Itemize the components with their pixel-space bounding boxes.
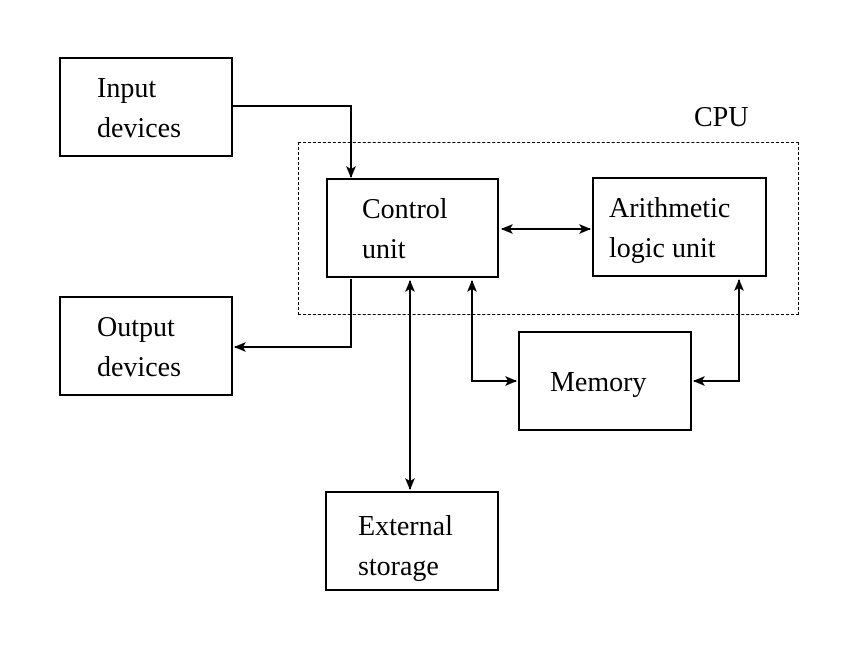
memory-box: Memory <box>518 331 692 431</box>
external-storage-box: External storage <box>325 491 499 591</box>
control-unit-label-line1: Control <box>362 194 448 225</box>
cpu-boundary <box>298 142 799 315</box>
alu-label-line2: logic unit <box>609 233 716 264</box>
control-unit-label-line2: unit <box>362 234 406 265</box>
output-devices-box: Output devices <box>59 296 233 396</box>
alu-label-line1: Arithmetic <box>609 193 731 224</box>
alu-box: Arithmetic logic unit <box>592 177 767 277</box>
input-devices-label-line2: devices <box>97 113 181 144</box>
control-unit-box: Control unit <box>326 178 499 278</box>
output-devices-label-line2: devices <box>97 352 181 383</box>
input-devices-box: Input devices <box>59 57 233 157</box>
input-devices-label-line1: Input <box>97 73 157 104</box>
external-storage-label-line1: External <box>358 511 453 542</box>
memory-label: Memory <box>550 367 647 398</box>
cpu-label: CPU <box>694 102 749 133</box>
external-storage-label-line2: storage <box>358 551 439 582</box>
output-devices-label-line1: Output <box>97 312 175 343</box>
